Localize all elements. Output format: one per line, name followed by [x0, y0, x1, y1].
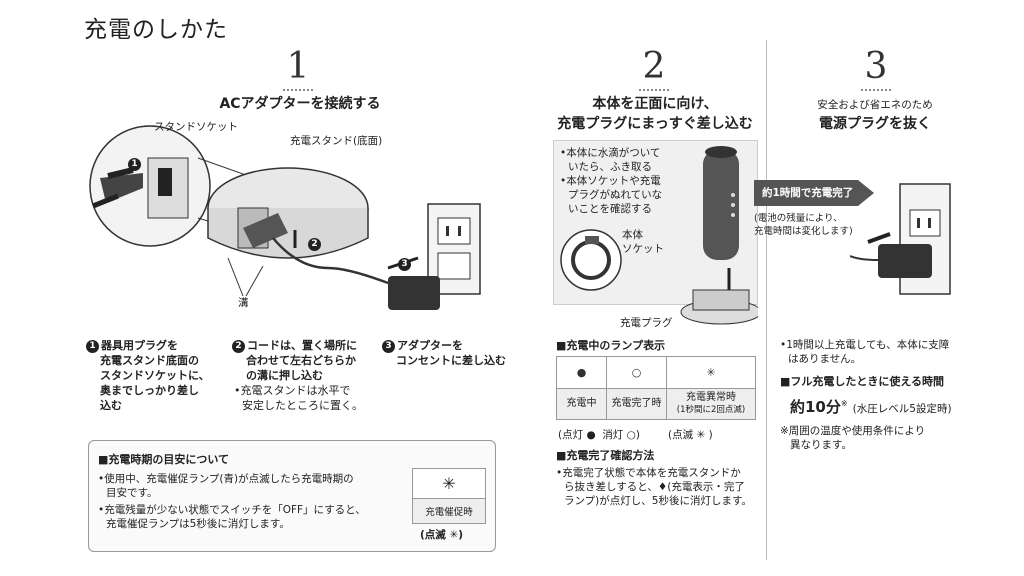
ac-adapter: [878, 244, 932, 278]
step3-footnote: ※周囲の温度や使用条件により 異なります。: [780, 425, 926, 451]
label-groove: 溝: [238, 297, 249, 309]
confirm-text: •充電完了状態で本体を充電スタンドか ら抜き差しすると、♦(充電表示・完了 ラン…: [556, 467, 752, 507]
step-number-3: 3: [846, 46, 906, 91]
step-number-1: 1: [268, 46, 328, 91]
instruction-3-badge: 3: [382, 340, 395, 353]
lamp-cell-error: ✳ 充電異常時(1秒間に2回点滅): [667, 357, 755, 419]
ac-adapter: [388, 276, 440, 310]
charging-stand: [680, 289, 758, 325]
lamp-off-icon: ○: [607, 357, 666, 389]
step-number-2: 2: [624, 46, 684, 91]
blink-symbol-icon: ✳: [449, 529, 459, 541]
fig-badge-1: 1: [128, 158, 141, 171]
urge-lamp-state: (点滅 ✳): [420, 529, 464, 541]
device-body: [703, 146, 739, 260]
urge-lamp-label: 充電催促時: [413, 499, 485, 523]
dot-off-icon: ○: [626, 429, 636, 441]
instruction-1-badge: 1: [86, 340, 99, 353]
step2-heading: 本体を正面に向け、 充電プラグにまっすぐ差し込む: [557, 96, 753, 132]
charge-time-banner: [754, 180, 874, 206]
lamp-cell-charging: ● 充電中: [557, 357, 607, 419]
dot-on-icon: ●: [586, 429, 596, 441]
step3-heading: 電源プラグを抜く: [819, 116, 931, 132]
lamp-legend-on-off: (点灯 ● 消灯 ○): [558, 429, 640, 441]
fullcharge-duration: 約10分※ (水圧レベル5設定時): [790, 398, 952, 416]
step3-illustration: [850, 183, 951, 295]
step2-illustration: [560, 146, 758, 325]
label-charge-plug: 充電プラグ: [620, 317, 673, 329]
blink-symbol-icon: ✳: [696, 429, 706, 441]
urge-lamp-indicator: ✳ 充電催促時: [412, 468, 486, 524]
lamp-blink-icon: ✳: [667, 357, 755, 389]
lamp-legend-blink: (点滅 ✳ ): [668, 429, 713, 441]
label-stand-socket: スタンドソケット: [154, 121, 238, 133]
fig-badge-3: 3: [398, 258, 411, 271]
fig-badge-2: 2: [308, 238, 321, 251]
label-body-socket: 本体 ソケット: [622, 229, 664, 255]
socket-closeup: [89, 125, 211, 247]
guide-heading: ■充電時期の目安について: [98, 453, 230, 466]
socket-closeup: [560, 229, 622, 291]
charge-time-banner-text: 約1時間で充電完了: [762, 187, 854, 199]
confirm-heading: ■充電完了確認方法: [556, 449, 655, 462]
step1-illustration: [89, 125, 481, 310]
lamp-cell-complete: ○ 充電完了時: [607, 357, 667, 419]
guide-bullets: •使用中、充電催促ランプ(青)が点滅したら充電時期の 目安です。 •充電残量が少…: [98, 473, 366, 530]
charge-time-note: (電池の残量により、 充電時間は変化します): [754, 213, 853, 237]
label-stand-bottom: 充電スタンド(底面): [290, 135, 383, 147]
lamp-heading: ■充電中のランプ表示: [556, 339, 666, 352]
lamp-on-icon: ●: [557, 357, 606, 389]
charge-lamp-icon: ♦: [657, 481, 668, 493]
page-title: 充電のしかた: [84, 17, 228, 43]
lamp-table: ● 充電中 ○ 充電完了時 ✳ 充電異常時(1秒間に2回点滅): [556, 356, 756, 420]
step2-tips: •本体に水滴がついて いたら、ふき取る •本体ソケットや充電 プラグがぬれていな…: [560, 147, 663, 215]
fullcharge-heading: ■フル充電したときに使える時間: [780, 375, 945, 388]
step3-note: •1時間以上充電しても、本体に支障 はありません。: [780, 339, 950, 365]
wall-outlet: [427, 203, 481, 295]
step1-heading: ACアダプターを接続する: [219, 96, 381, 112]
step3-subheading: 安全および省エネのため: [817, 99, 933, 111]
column-divider: [766, 40, 767, 560]
blink-lamp-icon: ✳: [442, 474, 456, 493]
instruction-2-badge: 2: [232, 340, 245, 353]
charging-stand-bottom: [207, 167, 369, 259]
